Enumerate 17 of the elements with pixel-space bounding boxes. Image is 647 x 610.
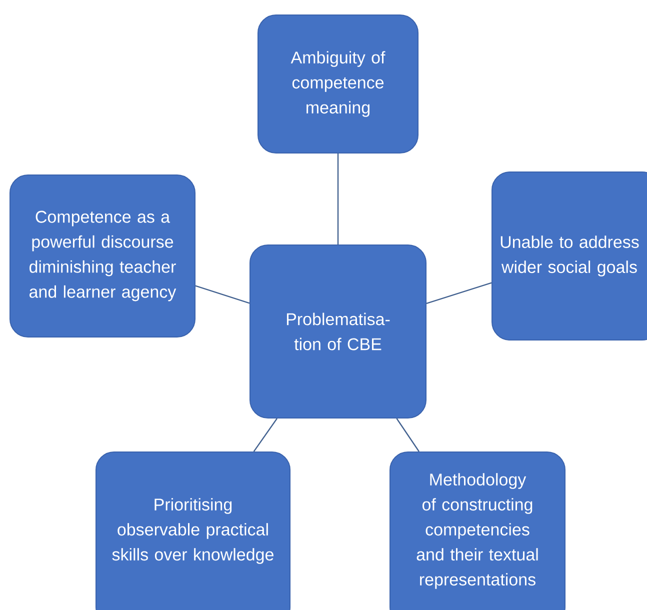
connector-line [337, 154, 339, 244]
text-box [258, 14, 418, 154]
box-text: Ambiguity of competence meaning [290, 51, 386, 117]
connector-line [426, 282, 492, 304]
box-text: Competence as a powerful discourse diminishing teacher and learner agency [30, 210, 176, 302]
box-text: Prioritising observable practical skills over knowledge [112, 498, 274, 564]
text-box [96, 452, 290, 610]
text-box [390, 452, 566, 610]
text-box [492, 172, 647, 340]
connector-line [396, 418, 420, 452]
box-text: Unable to address wider social goals [500, 236, 639, 276]
connector-line [195, 285, 250, 304]
box-text: Methodology of constructing competencies and their textual representations [416, 473, 538, 589]
text-box [250, 244, 426, 418]
text-box [10, 174, 196, 338]
connector-line [253, 418, 278, 452]
box-text: Problematisa-tion of CBE [286, 312, 390, 350]
